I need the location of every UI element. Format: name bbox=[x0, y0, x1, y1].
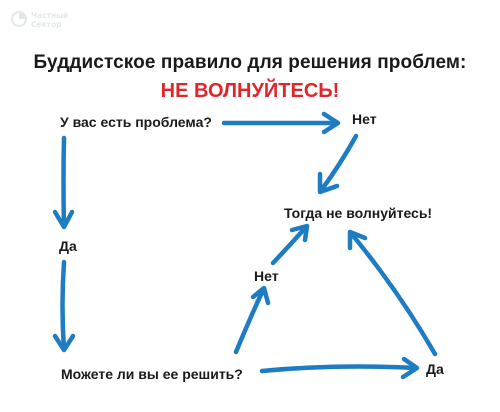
logo-icon bbox=[11, 11, 27, 27]
node-dont-worry: Тогда не волнуйтесь! bbox=[284, 205, 433, 221]
arrow-can-solve-to-no bbox=[233, 285, 271, 355]
arrow-no-to-dont-worry bbox=[317, 133, 359, 195]
node-can-solve: Можете ли вы ее решить? bbox=[61, 366, 243, 382]
diagram-subtitle: НЕ ВОЛНУЙТЕСЬ! bbox=[160, 80, 340, 102]
diagram-title: Буддистское правило для решения проблем: bbox=[33, 52, 467, 73]
arrow-yes-to-dont-worry bbox=[347, 229, 438, 357]
logo-line-1: Частный bbox=[31, 11, 69, 20]
node-no-top: Нет bbox=[352, 111, 377, 127]
arrow-problem-to-no bbox=[221, 111, 341, 135]
arrow-can-solve-to-yes bbox=[259, 356, 420, 380]
logo-line-2: Сектор bbox=[31, 20, 62, 29]
watermark-logo: Частный Сектор bbox=[9, 8, 71, 32]
arrow-problem-to-yes bbox=[52, 135, 75, 230]
arrow-no-mid-to-dont-worry bbox=[270, 223, 310, 266]
arrow-yes-to-can-solve bbox=[52, 259, 76, 353]
node-have-problem: У вас есть проблема? bbox=[60, 114, 212, 130]
node-yes-right: Да bbox=[426, 361, 444, 377]
node-no-mid: Нет bbox=[254, 268, 279, 284]
node-yes-left: Да bbox=[59, 238, 77, 254]
